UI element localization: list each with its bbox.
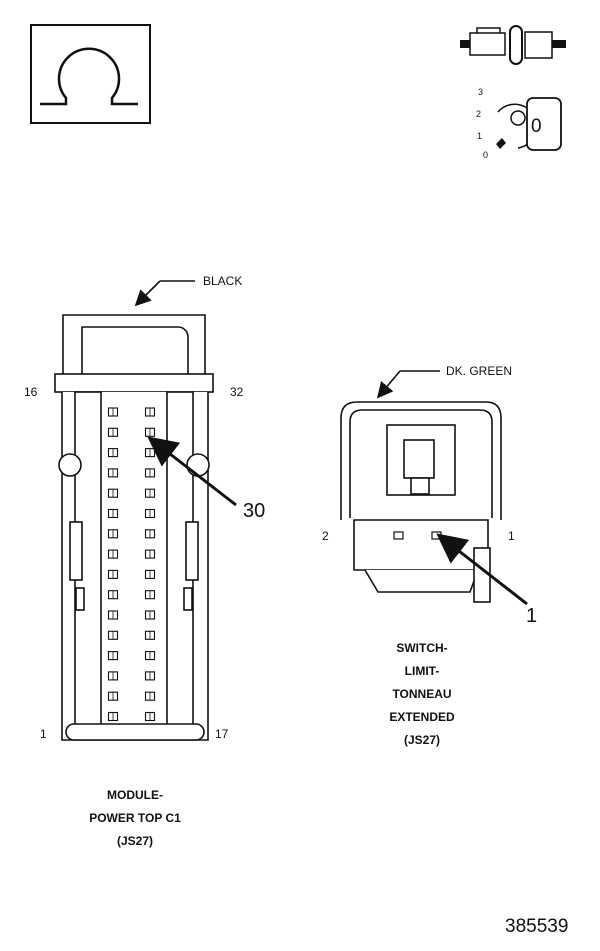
- connector-switch-body: [340, 401, 502, 603]
- switch-name-line-5: (JS27): [403, 733, 441, 747]
- c1-name-line-1: MODULE-: [107, 788, 163, 802]
- c1-pin-32-label: 32: [230, 385, 244, 399]
- switch-color-arrow: [376, 370, 401, 399]
- c1-color-arrow: [134, 280, 161, 307]
- key-label: 0: [531, 116, 542, 137]
- c1-color-label: BLACK: [203, 274, 243, 288]
- key-position-3: 3: [478, 87, 484, 97]
- switch-pin-2: [393, 531, 404, 540]
- switch-callout-pin-number: 1: [526, 605, 538, 627]
- c1-pin-16-label: 16: [24, 385, 38, 399]
- c1-name-line-2: POWER TOP C1: [89, 811, 181, 825]
- switch-name-line-4: EXTENDED: [389, 710, 455, 724]
- switch-pin-callout-arrow: [436, 533, 528, 606]
- c1-pin-17-label: 17: [215, 727, 229, 741]
- switch-name-line-3: TONNEAU: [392, 687, 452, 701]
- switch-color-label: DK. GREEN: [446, 364, 513, 378]
- c1-pin-1-label: 1: [40, 727, 47, 741]
- connector-c1-body: [54, 314, 214, 741]
- key-position-2: 2: [476, 109, 482, 119]
- key-position-0: 0: [483, 150, 489, 160]
- key-position-1: 1: [477, 131, 483, 141]
- switch-pin-1-label: 1: [508, 529, 515, 543]
- c1-name-line-3: (JS27): [116, 834, 154, 848]
- c1-pin-callout-arrow: [147, 436, 237, 507]
- ignition-key-icon: [496, 97, 562, 151]
- figure-number: 385539: [505, 916, 569, 937]
- c1-callout-pin-number: 30: [243, 500, 266, 522]
- switch-name-line-1: SWITCH-: [396, 641, 448, 655]
- c1-connector-name: MODULE- POWER TOP C1 (JS27): [60, 784, 210, 853]
- ohm-icon: [30, 24, 151, 124]
- switch-connector-name: SWITCH- LIMIT- TONNEAU EXTENDED (JS27): [347, 637, 497, 752]
- switch-pin-2-label: 2: [322, 529, 329, 543]
- connector-c1-pin-grid: [107, 407, 156, 722]
- switch-name-line-2: LIMIT-: [404, 664, 440, 678]
- switch-pin-1: [431, 531, 442, 540]
- disconnect-icon: [460, 25, 566, 65]
